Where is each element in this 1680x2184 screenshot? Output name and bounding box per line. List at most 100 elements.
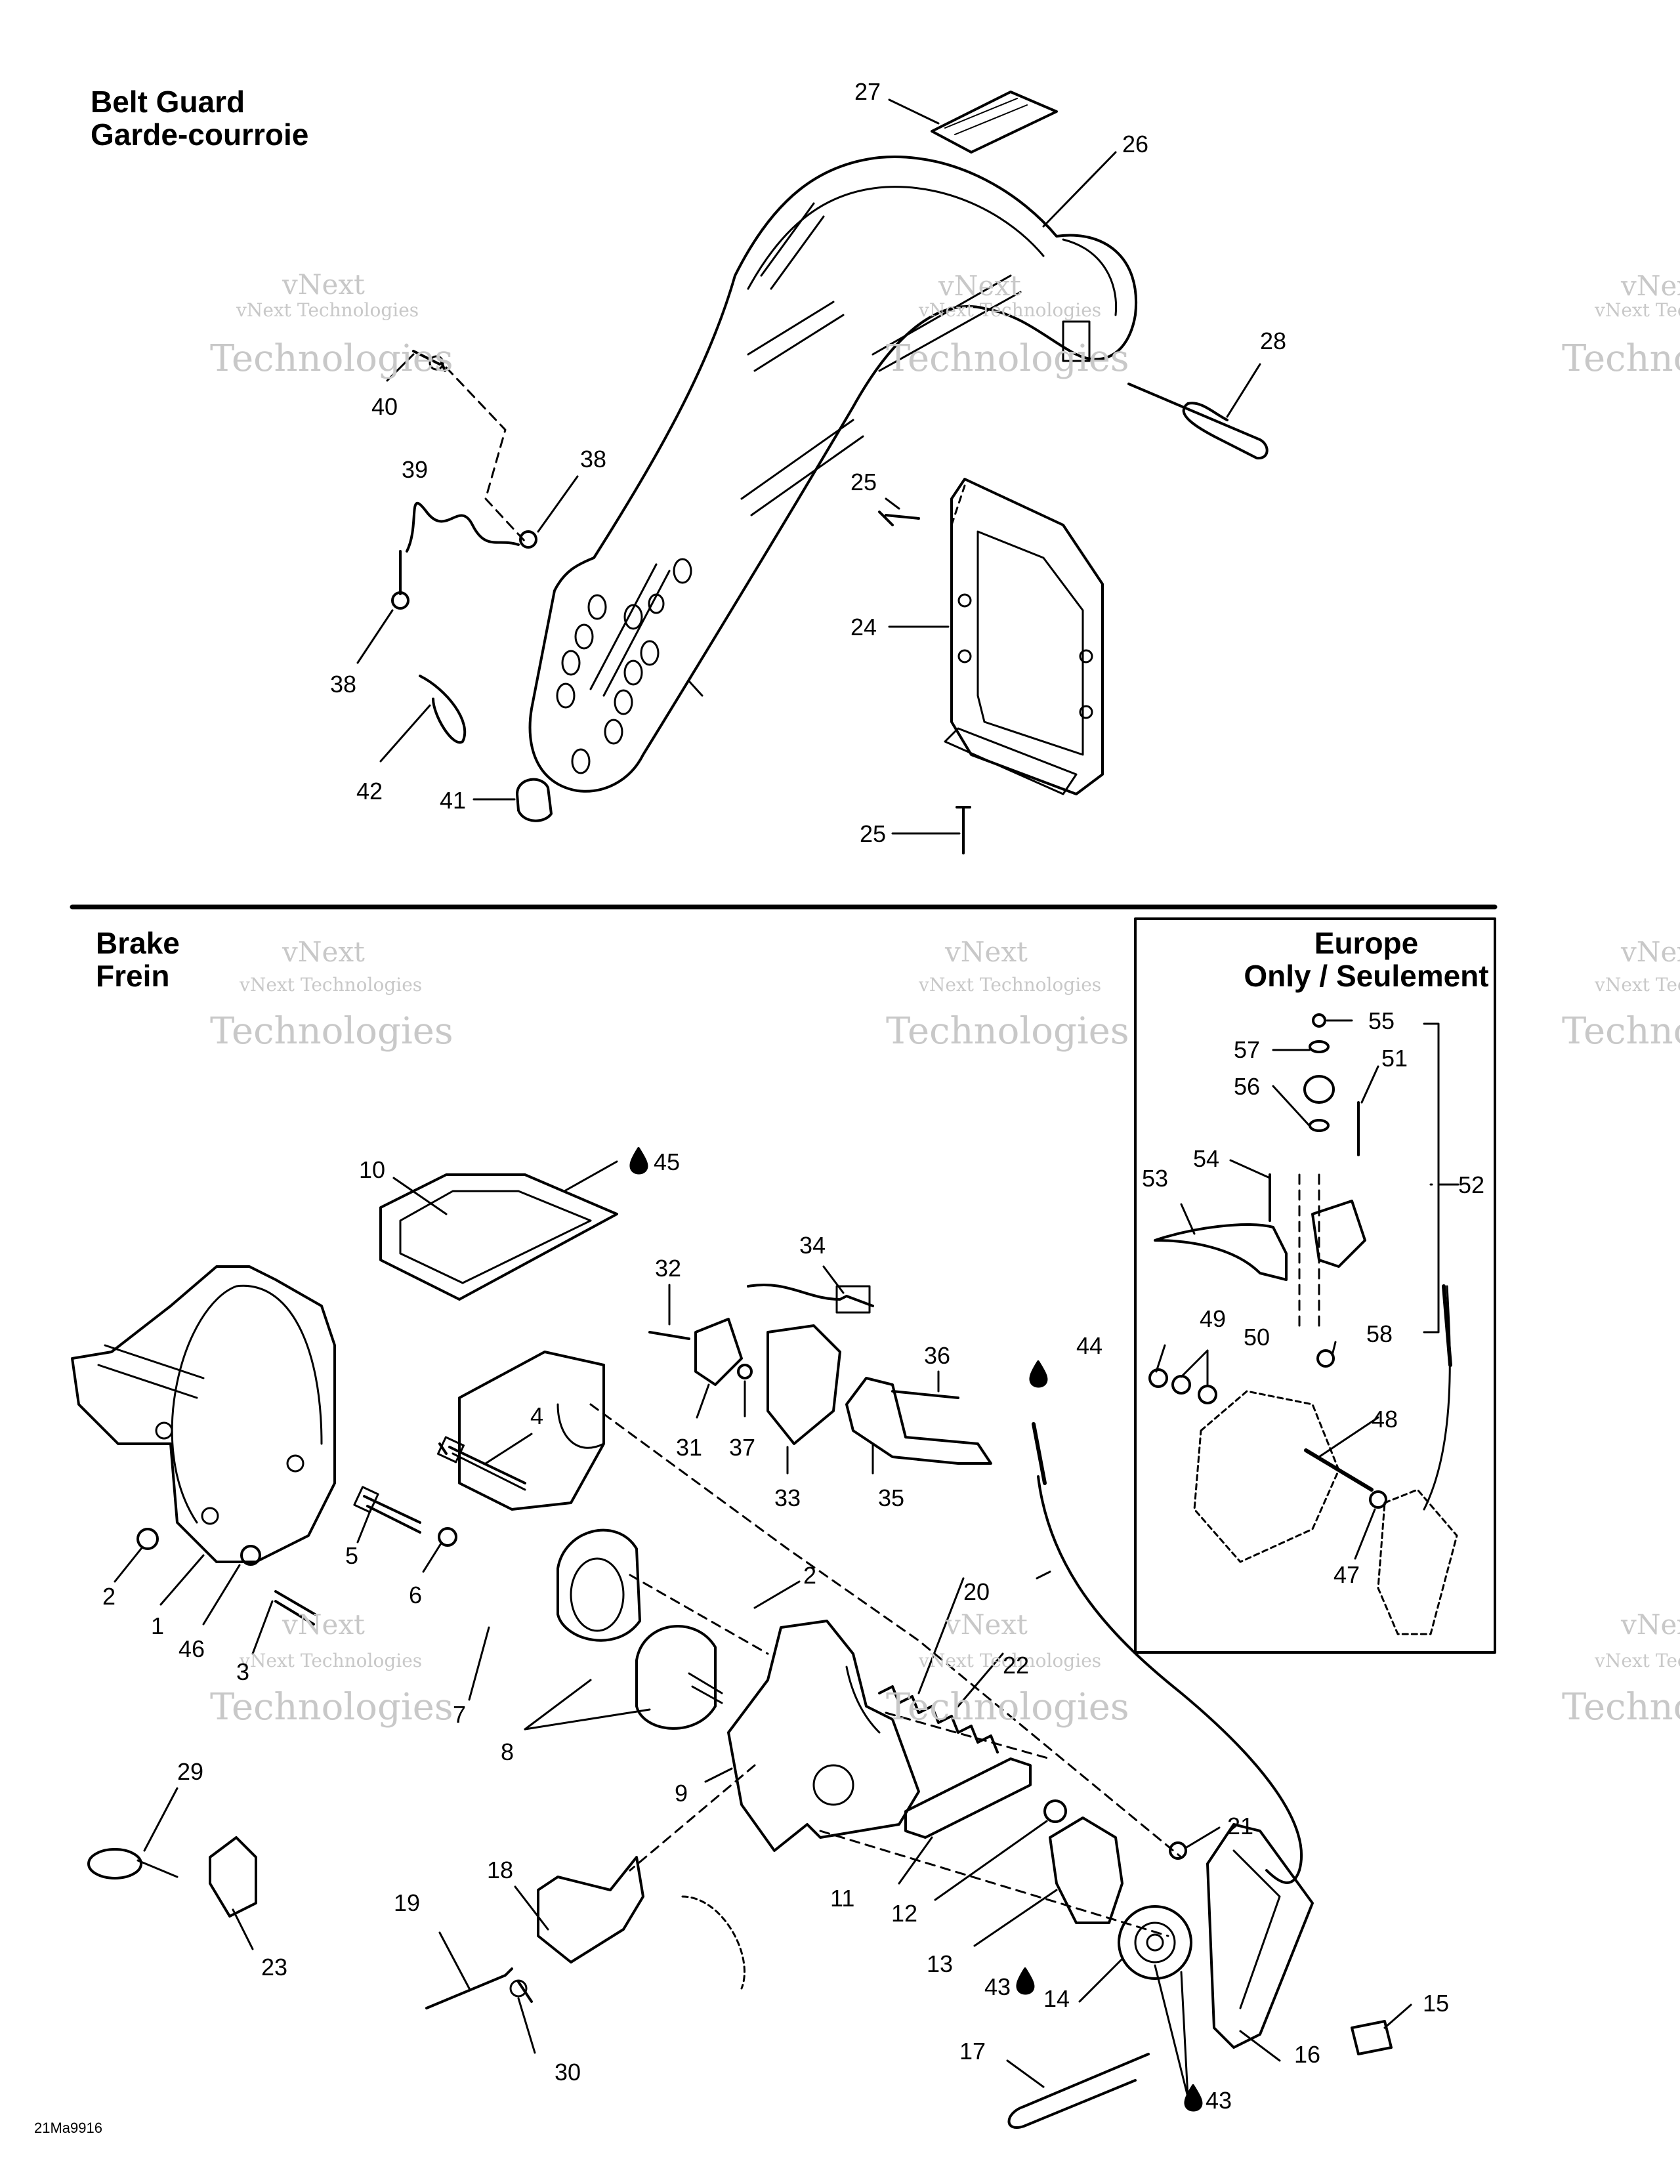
callout-54: 54: [1193, 1145, 1219, 1172]
brake-title-fr: Frein: [96, 959, 170, 993]
callout-49: 49: [1200, 1305, 1226, 1332]
nut-58: [1316, 1349, 1335, 1368]
callout-39: 39: [402, 456, 428, 483]
callout-31: 31: [676, 1434, 702, 1461]
callout-9: 9: [675, 1780, 688, 1807]
callout-47: 47: [1334, 1561, 1360, 1588]
callout-13: 13: [927, 1950, 953, 1977]
callout-42: 42: [356, 778, 383, 805]
callout-19: 19: [394, 1889, 420, 1916]
callout-38-lower: 38: [330, 671, 356, 698]
callout-36: 36: [924, 1342, 950, 1369]
wm-3a: vNext: [282, 936, 365, 968]
brake-pad-10: [379, 1173, 618, 1301]
pin-19: [425, 1967, 513, 2009]
callout-14: 14: [1043, 1985, 1070, 2012]
washer-46: [240, 1545, 261, 1566]
europe-title: Europe Only / Seulement: [1156, 927, 1576, 992]
ring-38-upper: [519, 530, 537, 549]
callout-41: 41: [440, 787, 466, 814]
friction-pad-8b: [635, 1625, 717, 1730]
master-cylinder-33: [766, 1324, 841, 1445]
callout-22: 22: [1003, 1652, 1029, 1679]
wm-5b: vNext Technologies: [239, 1650, 422, 1671]
wm-3c: Technologies: [210, 1010, 453, 1053]
callout-11: 11: [830, 1885, 854, 1912]
wm-7b: vNext Technologies: [1594, 299, 1680, 321]
europe-only-box: [1134, 917, 1496, 1654]
washer-56: [1309, 1119, 1330, 1132]
callout-labels: 27 26 28 40 39 38 38 25 24 25 42 41 10 4…: [102, 78, 1484, 2114]
callout-10: 10: [359, 1156, 385, 1183]
europe-title-line2: Only / Seulement: [1244, 959, 1489, 993]
pin-17: [1007, 2053, 1150, 2129]
wm-1b: vNext Technologies: [236, 299, 419, 321]
bracket-11: [904, 1757, 1032, 1839]
callout-34: 34: [799, 1232, 826, 1259]
drop-icon-43b: [1184, 2084, 1203, 2112]
wm-7a: vNext: [1620, 270, 1680, 302]
clip-42: [419, 675, 467, 744]
watermarks: vNext vNext Technologies Technologies vN…: [210, 268, 1680, 1729]
lever-bracket-9: [727, 1620, 920, 1852]
drop-icon-45: [629, 1147, 648, 1175]
callout-12: 12: [891, 1900, 917, 1927]
callout-55: 55: [1368, 1007, 1395, 1034]
callout-25-upper: 25: [850, 469, 877, 495]
cable-tie-29: [87, 1848, 142, 1880]
bolt-3: [274, 1590, 316, 1626]
brake-lever-35: [845, 1377, 992, 1465]
washer-57: [1309, 1040, 1330, 1053]
wm-6c: Technologies: [886, 1686, 1129, 1729]
wm-7c: Technologies: [1562, 337, 1680, 380]
callout-29: 29: [177, 1758, 203, 1785]
callout-23: 23: [261, 1954, 287, 1981]
nut-47: [1369, 1490, 1387, 1509]
wm-6b: vNext Technologies: [918, 1650, 1101, 1671]
drop-icon-44: [1029, 1360, 1048, 1388]
clamp-23: [209, 1836, 257, 1918]
wm-3b: vNext Technologies: [239, 974, 422, 996]
wm-8a: vNext: [1620, 936, 1680, 968]
callout-28: 28: [1260, 327, 1286, 354]
belt-guard-title: Belt Guard Garde-courroie: [91, 85, 308, 151]
callout-26: 26: [1122, 131, 1148, 158]
callout-33: 33: [774, 1484, 801, 1511]
ghost-caliper: [1193, 1390, 1340, 1563]
wm-2c: Technologies: [886, 337, 1129, 380]
switch-31: [694, 1318, 743, 1386]
clip-15: [1351, 2020, 1393, 2055]
callout-25-lower: 25: [860, 820, 886, 847]
europe-cable: [1423, 1285, 1451, 1511]
callout-8: 8: [501, 1738, 514, 1765]
wm-4c: Technologies: [886, 1010, 1129, 1053]
wm-1c: Technologies: [210, 337, 453, 380]
callout-43-upper: 43: [984, 1973, 1011, 2000]
europe-title-line1: Europe: [1314, 926, 1419, 960]
washer-49: [1148, 1368, 1168, 1388]
screw-55: [1312, 1013, 1326, 1028]
brake-title: Brake Frein: [96, 927, 180, 992]
callout-20: 20: [963, 1578, 990, 1605]
bushing-57b: [1303, 1075, 1335, 1104]
callout-56: 56: [1234, 1073, 1260, 1100]
inner-plate-24: [944, 478, 1104, 795]
caliper-7: [458, 1351, 605, 1511]
callout-15: 15: [1423, 1990, 1449, 2017]
callout-52: 52: [1458, 1171, 1484, 1198]
bracket-52-assy: [1311, 1200, 1366, 1268]
lever-53: [1154, 1223, 1288, 1281]
belt-guard-cover: [528, 156, 1138, 793]
screw-32: [648, 1331, 690, 1340]
callout-21: 21: [1227, 1813, 1253, 1839]
wm-5c: Technologies: [210, 1686, 453, 1729]
grommet-41: [516, 778, 553, 822]
nut-12: [1043, 1799, 1067, 1823]
callout-58: 58: [1366, 1320, 1393, 1347]
callout-53: 53: [1142, 1165, 1168, 1192]
pivot-bolt-36: [891, 1390, 959, 1399]
callout-7: 7: [453, 1701, 466, 1728]
callout-45: 45: [654, 1148, 680, 1175]
callout-32: 32: [655, 1255, 681, 1282]
